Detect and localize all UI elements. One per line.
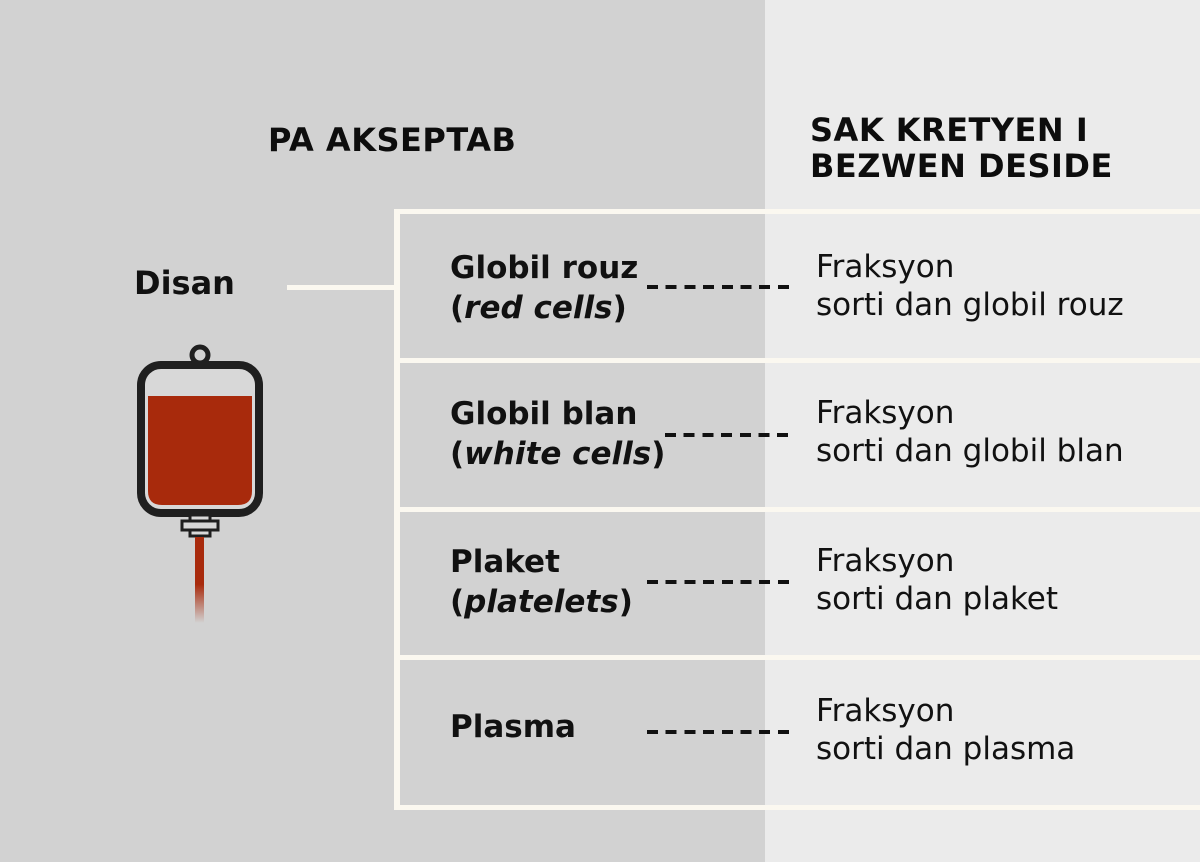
english-term: red cells: [464, 290, 613, 326]
fraction-line-1: Fraksyon: [816, 249, 955, 285]
english-term: platelets: [464, 584, 619, 620]
fraction-text: Fraksyon sorti dan plaket: [816, 542, 1058, 618]
fraction-line-2: sorti dan plaket: [816, 581, 1059, 617]
components-table: Globil rouz (red cells) Fraksyon sorti d…: [394, 209, 1200, 810]
right-column-background: [765, 0, 1200, 862]
dashed-connector: [647, 285, 795, 289]
dashed-connector: [647, 580, 795, 584]
row-divider: [400, 655, 1200, 660]
component-name: Globil rouz: [450, 250, 639, 286]
fraction-line-1: Fraksyon: [816, 693, 955, 729]
component-english: (platelets): [450, 584, 633, 620]
row-divider: [400, 507, 1200, 512]
fraction-line-2: sorti dan plasma: [816, 731, 1076, 767]
not-acceptable-heading: PA AKSEPTAB: [268, 121, 517, 159]
component-name: Plaket: [450, 544, 560, 580]
personal-decision-heading: SAK KRETYEN I BEZWEN DESIDE: [810, 112, 1190, 184]
component-row-platelets: Plaket (platelets) Fraksyon sorti dan pl…: [400, 512, 1200, 655]
blood-connector-line: [287, 285, 395, 290]
fraction-text: Fraksyon sorti dan globil blan: [816, 394, 1124, 470]
component-label: Globil rouz (red cells): [450, 248, 638, 328]
dashed-connector: [665, 433, 795, 437]
component-label: Globil blan (white cells): [450, 394, 665, 474]
blood-bag-icon: [132, 343, 268, 631]
english-term: white cells: [464, 436, 652, 472]
component-label: Plaket (platelets): [450, 542, 633, 622]
fraction-text: Fraksyon sorti dan globil rouz: [816, 248, 1124, 324]
whole-blood-label: Disan: [134, 264, 235, 302]
heading-line-2: BEZWEN DESIDE: [810, 147, 1113, 185]
fraction-text: Fraksyon sorti dan plasma: [816, 692, 1075, 768]
fraction-line-2: sorti dan globil rouz: [816, 287, 1124, 323]
component-label: Plasma: [450, 707, 576, 747]
component-name: Plasma: [450, 709, 576, 745]
heading-line-1: SAK KRETYEN I: [810, 111, 1089, 149]
component-row-white-cells: Globil blan (white cells) Fraksyon sorti…: [400, 363, 1200, 507]
row-divider: [400, 358, 1200, 363]
fraction-line-2: sorti dan globil blan: [816, 433, 1124, 469]
component-english: (white cells): [450, 436, 666, 472]
fraction-line-1: Fraksyon: [816, 395, 955, 431]
dashed-connector: [647, 730, 795, 734]
component-row-red-cells: Globil rouz (red cells) Fraksyon sorti d…: [400, 214, 1200, 358]
component-english: (red cells): [450, 290, 627, 326]
fraction-line-1: Fraksyon: [816, 543, 955, 579]
component-name: Globil blan: [450, 396, 638, 432]
component-row-plasma: Plasma Fraksyon sorti dan plasma: [400, 660, 1200, 805]
